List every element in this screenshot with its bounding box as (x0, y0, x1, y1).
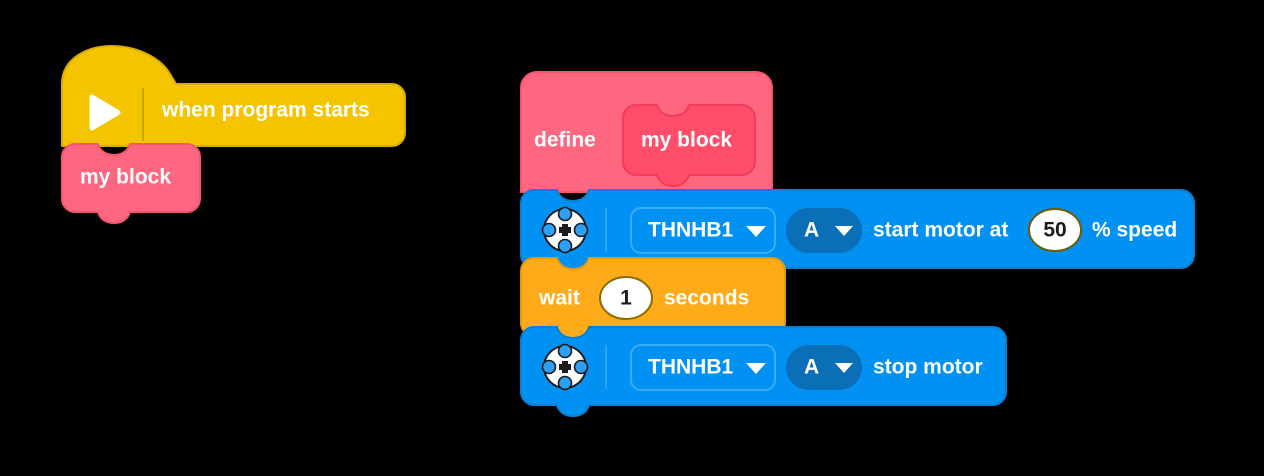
seconds-label: seconds (664, 287, 749, 310)
hub-icon (541, 206, 589, 254)
start-motor-block[interactable]: THNHB1 A start motor at 50 % speed (520, 189, 1195, 280)
play-icon (89, 94, 121, 131)
hub-dropdown[interactable]: THNHB1 (630, 207, 776, 254)
start-motor-label: start motor at (873, 219, 1008, 242)
chevron-down-icon (746, 226, 766, 237)
percent-speed-label: % speed (1092, 219, 1177, 242)
stop-motor-block[interactable]: THNHB1 A stop motor (520, 326, 1007, 417)
my-block-prototype-label: my block (641, 129, 732, 152)
define-my-block[interactable]: define my block (520, 71, 773, 204)
call-my-block-label: my block (80, 166, 171, 189)
port-dropdown[interactable]: A (786, 345, 862, 390)
caller-script: when program starts my block (61, 45, 406, 224)
definition-script: define my block THNHB1 (520, 71, 1195, 417)
hub-dropdown-value: THNHB1 (648, 219, 733, 242)
chevron-down-icon (835, 226, 853, 236)
when-program-starts-label: when program starts (161, 99, 370, 122)
stop-motor-label: stop motor (873, 356, 983, 379)
chevron-down-icon (835, 363, 853, 373)
wait-seconds-value: 1 (620, 287, 632, 310)
define-label: define (534, 129, 596, 152)
when-program-starts-block[interactable]: when program starts (61, 45, 406, 158)
wait-seconds-input[interactable]: 1 (599, 276, 653, 320)
wait-label: wait (538, 287, 580, 310)
speed-input-value: 50 (1043, 219, 1066, 242)
speed-input[interactable]: 50 (1028, 208, 1082, 252)
chevron-down-icon (746, 363, 766, 374)
call-my-block[interactable]: my block (61, 143, 201, 224)
port-dropdown-value: A (804, 356, 819, 379)
port-dropdown-value: A (804, 219, 819, 242)
port-dropdown[interactable]: A (786, 208, 862, 253)
call-my-block-shape (61, 143, 201, 224)
hub-dropdown-value: THNHB1 (648, 356, 733, 379)
wait-block[interactable]: wait 1 seconds (520, 257, 786, 348)
my-block-prototype[interactable] (622, 104, 756, 187)
hub-dropdown[interactable]: THNHB1 (630, 344, 776, 391)
hub-icon (541, 343, 589, 391)
